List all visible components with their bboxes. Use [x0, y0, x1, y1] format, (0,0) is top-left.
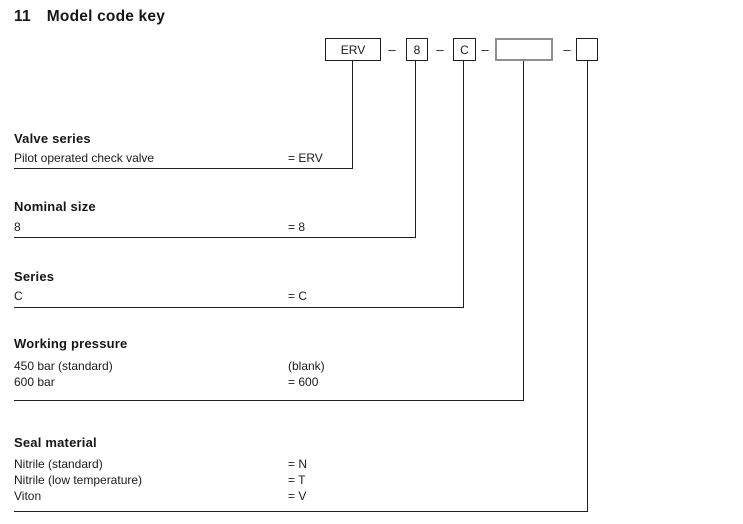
section-number: 11	[14, 8, 31, 25]
code-box-seal-material-blank	[576, 38, 598, 61]
option-label: C	[14, 289, 23, 303]
section-nominal-size: Nominal size 8 = 8	[14, 199, 634, 235]
option-code: = C	[288, 289, 308, 303]
code-separator-dash: –	[436, 42, 444, 57]
code-separator-dash: –	[388, 42, 396, 57]
section-series-title: Series	[14, 269, 55, 284]
section-heading: 11 Model code key	[14, 8, 165, 26]
option-row: 600 bar = 600	[14, 374, 634, 390]
option-code: (blank)	[288, 359, 325, 373]
option-label: Nitrile (standard)	[14, 457, 103, 471]
code-box-series: C	[453, 38, 476, 61]
option-code: = 8	[288, 220, 306, 234]
connector-line-nominal-size	[415, 61, 416, 238]
option-label: Viton	[14, 489, 42, 503]
option-code: = 600	[288, 375, 319, 389]
option-row: C = C	[14, 288, 634, 304]
option-code: = N	[288, 457, 308, 471]
option-code: = ERV	[288, 151, 323, 165]
section-seal-material: Seal material Nitrile (standard) = N Nit…	[14, 435, 634, 504]
option-label: 8	[14, 220, 21, 234]
option-label: 600 bar	[14, 375, 55, 389]
section-working-pressure: Working pressure 450 bar (standard) (bla…	[14, 336, 634, 390]
section-valve-series: Valve series Pilot operated check valve …	[14, 131, 634, 166]
code-box-nominal-size: 8	[406, 38, 428, 61]
option-row: Viton = V	[14, 488, 634, 504]
section-valve-series-title: Valve series	[14, 131, 91, 146]
option-row: Pilot operated check valve = ERV	[14, 150, 634, 166]
connector-line-working-pressure	[523, 61, 524, 401]
option-row: Nitrile (standard) = N	[14, 456, 634, 472]
rule-working-pressure	[14, 400, 524, 401]
section-working-pressure-title: Working pressure	[14, 336, 128, 351]
code-box-valve-series: ERV	[325, 38, 381, 61]
section-series: Series C = C	[14, 269, 634, 304]
option-label: Pilot operated check valve	[14, 151, 155, 165]
code-box-working-pressure-blank	[495, 38, 553, 61]
code-box-series-label: C	[460, 42, 469, 57]
option-code: = V	[288, 489, 307, 503]
option-row: Nitrile (low temperature) = T	[14, 472, 634, 488]
rule-series	[14, 307, 464, 308]
rule-nominal-size	[14, 237, 416, 238]
rule-valve-series	[14, 168, 353, 169]
rule-seal-material	[14, 511, 588, 512]
section-nominal-size-title: Nominal size	[14, 199, 96, 214]
code-box-nominal-size-label: 8	[413, 42, 421, 57]
option-code: = T	[288, 473, 306, 487]
connector-line-seal-material	[587, 61, 588, 512]
connector-line-series	[463, 61, 464, 308]
option-label: 450 bar (standard)	[14, 359, 113, 373]
code-box-valve-series-label: ERV	[340, 42, 366, 57]
code-separator-dash: –	[481, 42, 489, 57]
section-seal-material-title: Seal material	[14, 435, 97, 450]
option-row: 8 = 8	[14, 219, 634, 235]
option-row: 450 bar (standard) (blank)	[14, 358, 634, 374]
connector-line-valve-series	[352, 61, 353, 169]
code-separator-dash: –	[563, 42, 571, 57]
option-label: Nitrile (low temperature)	[14, 473, 143, 487]
page-title: Model code key	[46, 8, 166, 25]
